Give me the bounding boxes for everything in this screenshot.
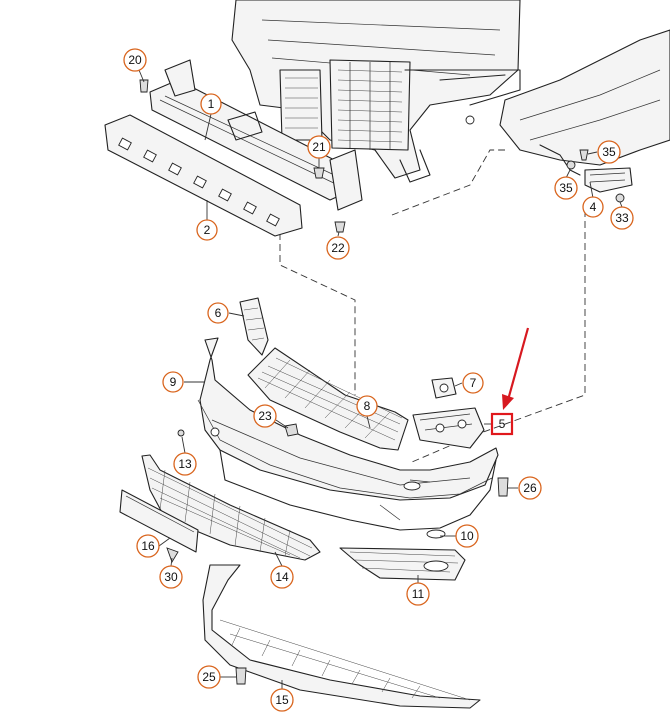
- svg-text:5: 5: [499, 417, 506, 431]
- svg-text:9: 9: [170, 375, 177, 389]
- bumper-cover: [197, 337, 499, 539]
- callout-35-right: 35: [597, 140, 621, 164]
- callout-7: 7: [462, 372, 484, 394]
- svg-text:25: 25: [202, 670, 216, 684]
- fasteners-lower: [166, 423, 509, 685]
- svg-text:2: 2: [204, 223, 211, 237]
- front-carrier-assembly: [231, 0, 521, 183]
- upper-grille: [247, 347, 409, 451]
- callout-10: 10: [455, 524, 479, 548]
- bracket-7: [431, 377, 457, 399]
- callout-25: 25: [197, 665, 221, 689]
- svg-text:6: 6: [215, 306, 222, 320]
- svg-text:1: 1: [208, 97, 215, 111]
- callout-22: 22: [326, 236, 350, 260]
- callout-23: 23: [253, 404, 277, 428]
- callout-2: 2: [196, 219, 218, 241]
- callout-30: 30: [159, 565, 183, 589]
- callout-15: 15: [270, 688, 294, 712]
- pointer-arrow-head: [502, 394, 514, 410]
- svg-text:23: 23: [258, 409, 272, 423]
- svg-text:11: 11: [412, 587, 425, 601]
- fasteners-top: [139, 79, 346, 233]
- svg-text:35: 35: [602, 145, 616, 159]
- absorber-cutouts: [118, 137, 280, 227]
- callout-8: 8: [356, 395, 378, 417]
- callout-6: 6: [207, 302, 229, 324]
- bracket-6: [239, 297, 269, 356]
- callout-21: 21: [307, 135, 331, 159]
- svg-text:33: 33: [615, 211, 629, 225]
- callout-16: 16: [136, 534, 160, 558]
- svg-text:26: 26: [523, 481, 537, 495]
- callout-11: 11: [406, 582, 430, 606]
- bumper-reinforcement-bar: [149, 59, 363, 211]
- svg-text:15: 15: [275, 693, 289, 707]
- callout-14: 14: [270, 565, 294, 589]
- pointer-arrow: [506, 327, 530, 401]
- fender-bracket: [499, 29, 670, 203]
- svg-text:35: 35: [559, 181, 573, 195]
- callout-1: 1: [200, 93, 222, 115]
- svg-text:22: 22: [331, 241, 345, 255]
- callout-33: 33: [610, 206, 634, 230]
- callout-9: 9: [162, 371, 184, 393]
- svg-text:14: 14: [275, 570, 289, 584]
- svg-text:7: 7: [470, 376, 477, 390]
- highlight-indicator: [490, 327, 530, 436]
- bracket-5: [412, 407, 485, 449]
- callout-20: 20: [123, 48, 147, 72]
- lower-grille: [141, 454, 321, 561]
- callout-4: 4: [582, 196, 604, 218]
- license-plate-bracket: [119, 489, 199, 553]
- lower-spoiler: [202, 564, 481, 709]
- highlight-box-part-5: [490, 412, 514, 436]
- svg-text:8: 8: [364, 399, 371, 413]
- svg-text:13: 13: [178, 457, 192, 471]
- svg-text:4: 4: [590, 200, 597, 214]
- svg-text:10: 10: [460, 529, 474, 543]
- callout-26: 26: [518, 476, 542, 500]
- callout-35-left: 35: [554, 176, 578, 200]
- callout-5: 5: [499, 417, 506, 431]
- svg-text:16: 16: [141, 539, 155, 553]
- callout-13: 13: [173, 452, 197, 476]
- svg-text:20: 20: [128, 53, 142, 67]
- svg-text:30: 30: [164, 570, 178, 584]
- leader-lines: [138, 69, 623, 689]
- fog-lamp-trim: [339, 547, 466, 581]
- callouts: 1 2 4 5 6 7 8 9 10 11 13 14 15 16 20 21 …: [123, 48, 634, 712]
- energy-absorber: [104, 114, 303, 237]
- svg-text:21: 21: [312, 140, 326, 154]
